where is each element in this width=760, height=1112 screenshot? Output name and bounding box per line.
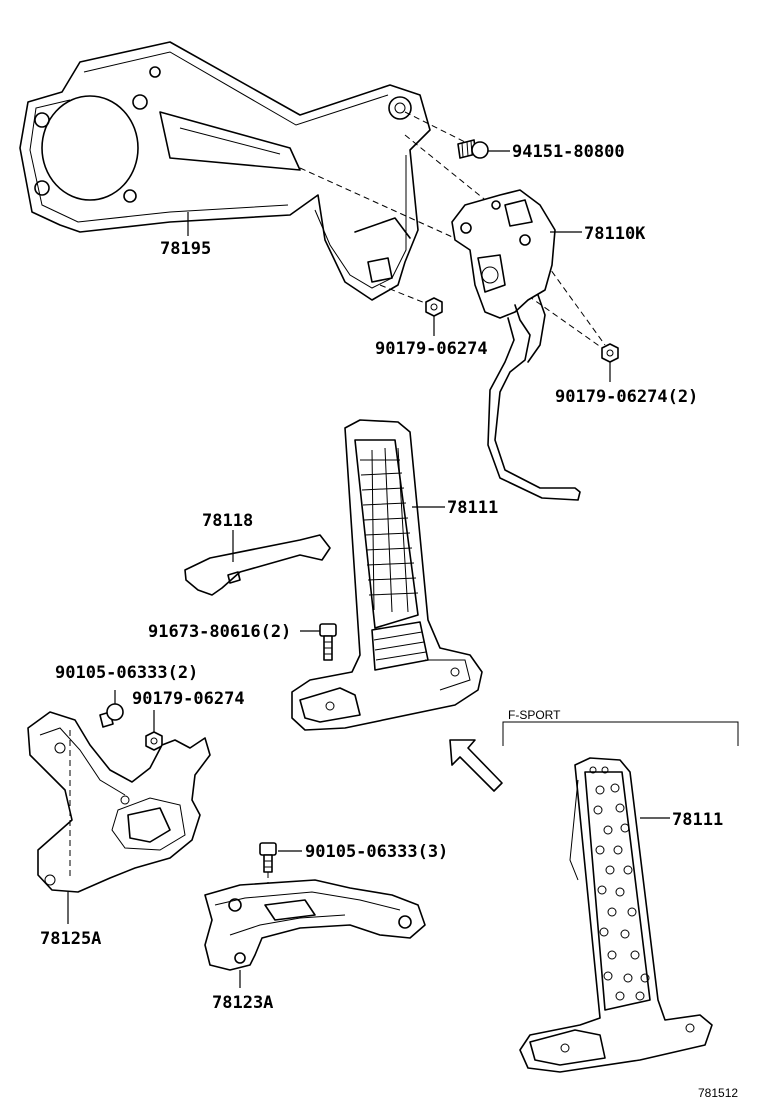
- label-90105-06333-b: 90105-06333(3): [305, 842, 448, 862]
- label-78111-a: 78111: [447, 498, 498, 518]
- label-78110k: 78110K: [584, 224, 646, 244]
- label-90105-06333-a: 90105-06333(2): [55, 663, 198, 683]
- bolt-94151-80800: [457, 139, 489, 159]
- label-78123a: 78123A: [212, 993, 273, 1013]
- pedal-support-bracket-78195: [19, 41, 431, 301]
- label-90179-06274-c: 90179-06274: [132, 689, 245, 709]
- label-78195: 78195: [160, 239, 211, 259]
- plate-78118: [184, 534, 331, 596]
- bolt-90105-06333-a: [99, 703, 124, 728]
- bolt-91673-80616: [319, 623, 337, 661]
- nut-90179-06274-right: [601, 343, 619, 363]
- assembly-line: [379, 284, 431, 306]
- fsport-grouping-bracket: [502, 721, 739, 746]
- up-left-arrow-icon: [449, 739, 503, 792]
- assembly-line: [404, 111, 466, 143]
- bracket-78125a: [27, 711, 211, 893]
- label-90179-06274-b: 90179-06274(2): [555, 387, 698, 407]
- label-78111-b: 78111: [672, 810, 723, 830]
- accelerator-pedal-pad-78111: [291, 419, 483, 731]
- label-78125a: 78125A: [40, 929, 101, 949]
- label-90179-06274-a: 90179-06274: [375, 339, 488, 359]
- pedal-hole-pattern: [589, 766, 650, 1001]
- accelerator-pedal-pad-78111-fsport: [519, 757, 713, 1073]
- label-fsport: F-SPORT: [508, 708, 561, 722]
- diagram-id: 781512: [698, 1086, 738, 1100]
- assembly-line: [299, 167, 471, 246]
- assembly-line: [519, 289, 606, 351]
- accelerator-pedal-assembly-78110k: [451, 189, 581, 501]
- nut-90179-06274-center: [425, 297, 443, 317]
- label-94151-80800: 94151-80800: [512, 142, 625, 162]
- bracket-78123a: [204, 879, 426, 971]
- label-78118: 78118: [202, 511, 253, 531]
- label-91673-80616: 91673-80616(2): [148, 622, 291, 642]
- nut-90179-06274-lower: [145, 731, 163, 751]
- assembly-line: [539, 254, 606, 346]
